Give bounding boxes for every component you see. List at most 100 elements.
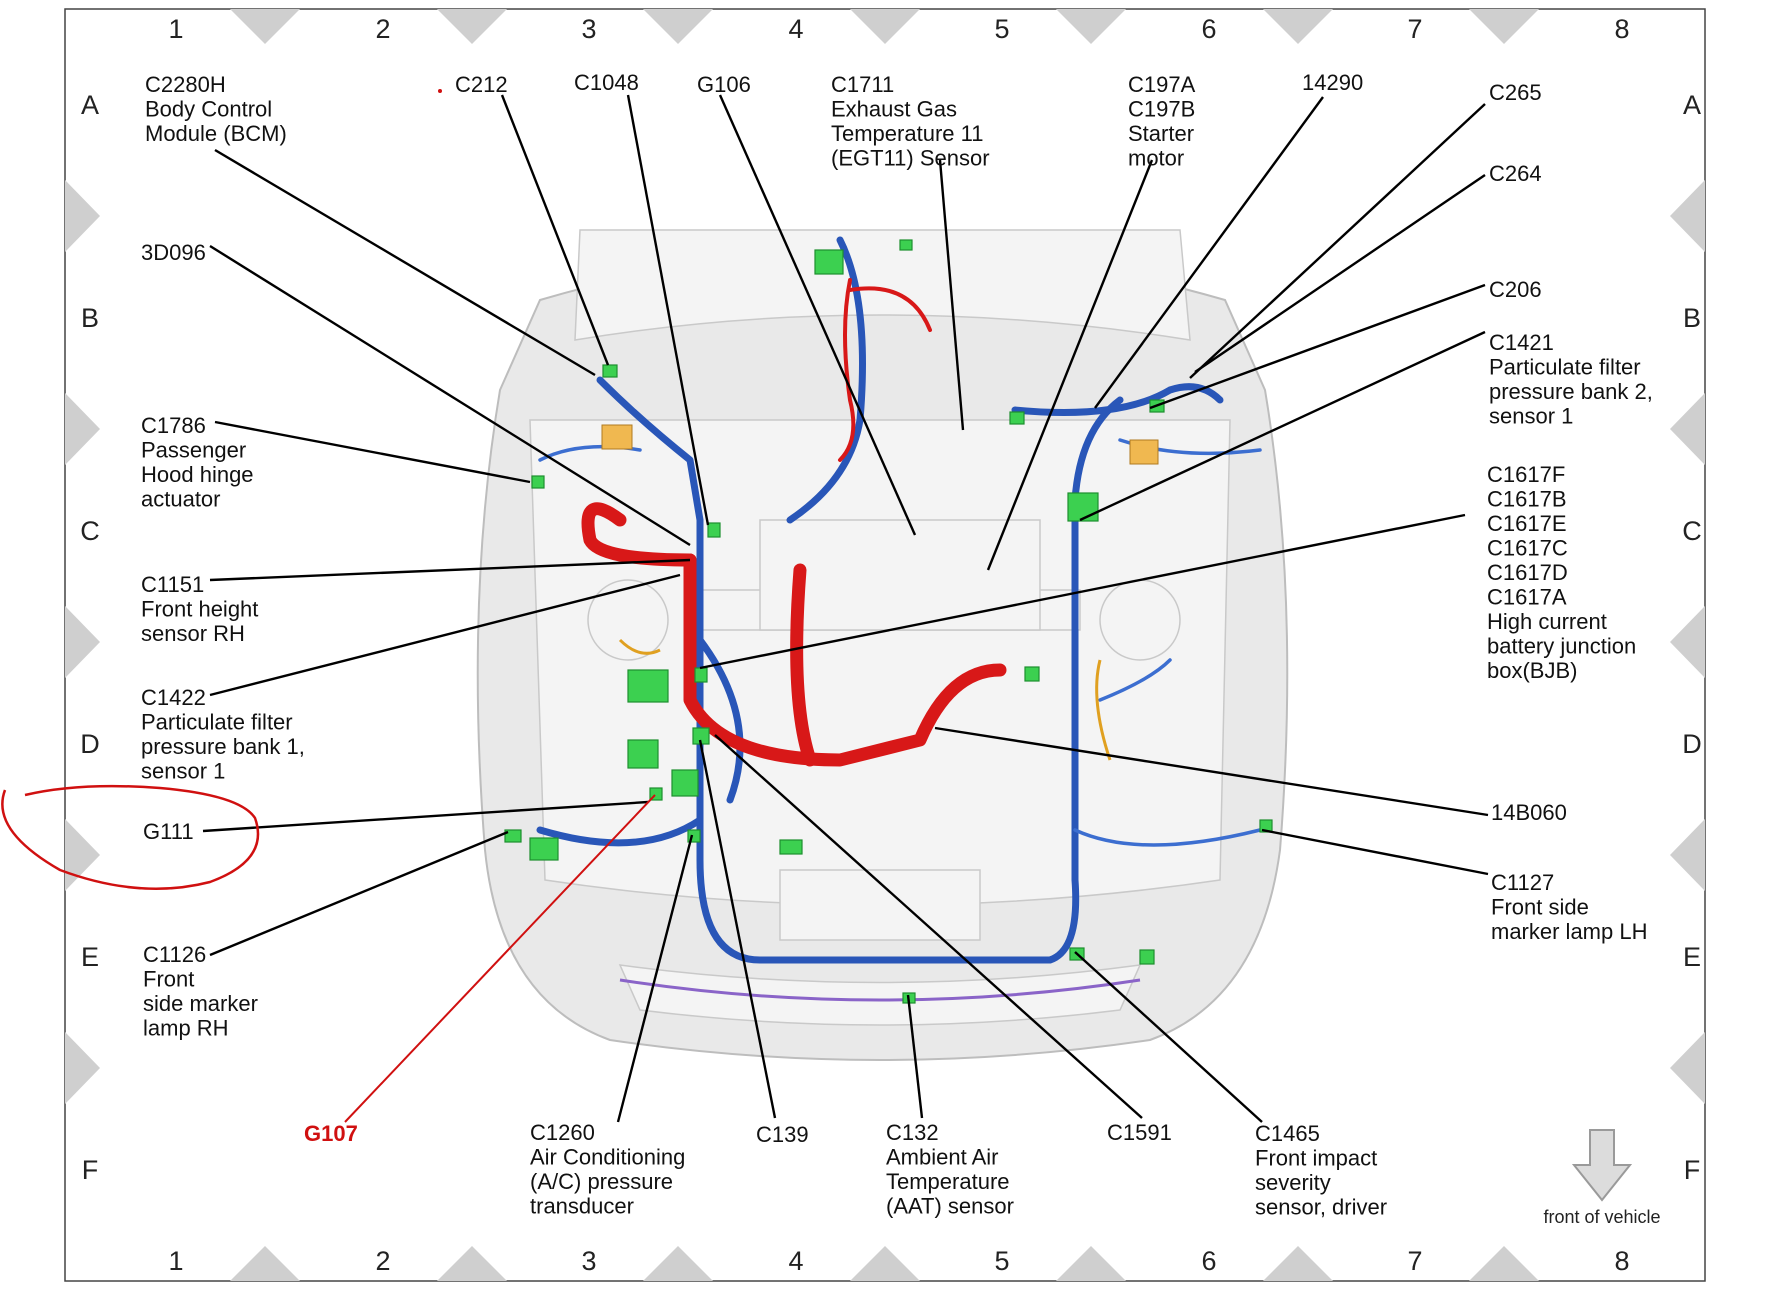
leader-c1151 <box>209 558 691 582</box>
leader-c212 <box>500 94 610 366</box>
label-line: box(BJB) <box>1487 658 1577 683</box>
row-left: C <box>80 516 100 546</box>
label-line: C264 <box>1489 161 1542 186</box>
label-line: transducer <box>530 1194 634 1219</box>
grid-markers-bottom <box>230 1246 1539 1281</box>
front-of-vehicle-label: front of vehicle <box>1543 1207 1660 1227</box>
vehicle-engine-bay-illustration <box>476 229 1289 1061</box>
label-line: G107 <box>304 1121 358 1146</box>
label-line: C1465 <box>1255 1121 1320 1146</box>
label-line: motor <box>1128 146 1184 171</box>
leader-c1260 <box>616 834 694 1123</box>
label-c264: C264 <box>1489 161 1542 186</box>
col-bottom: 8 <box>1614 1246 1629 1276</box>
label-c1048: C1048 <box>574 70 639 95</box>
label-line: sensor 1 <box>141 759 225 784</box>
col-bottom: 6 <box>1201 1246 1216 1276</box>
label-line: C2280H <box>145 72 226 97</box>
col-top: 4 <box>788 14 803 44</box>
label-line: C1711 <box>831 72 894 97</box>
row-letters-left: A B C D E F <box>80 90 100 1185</box>
label-g106: G106 <box>697 72 751 97</box>
label-line: C1786 <box>141 413 206 438</box>
hood-hinge-parts <box>601 424 1159 465</box>
col-bottom: 4 <box>788 1246 803 1276</box>
label-14b060: 14B060 <box>1491 800 1567 825</box>
down-arrow-icon <box>1571 1129 1633 1202</box>
leader-c197 <box>986 159 1154 571</box>
label-line: severity <box>1255 1170 1331 1195</box>
label-line: C132 <box>886 1120 939 1145</box>
grid-markers-top <box>230 9 1539 44</box>
label-line: C197B <box>1128 97 1195 122</box>
column-numbers-bottom: 1 2 3 4 5 6 7 8 <box>168 1246 1629 1276</box>
col-bottom: 3 <box>581 1246 596 1276</box>
label-line: C197A <box>1128 72 1196 97</box>
row-left: E <box>81 942 99 972</box>
label-c206: C206 <box>1489 277 1542 302</box>
grid-markers-left <box>65 180 100 1104</box>
label-c265: C265 <box>1489 80 1542 105</box>
leader-3d096 <box>209 244 691 547</box>
label-3d096: 3D096 <box>141 240 206 265</box>
label-14290: 14290 <box>1302 70 1363 95</box>
leader-c1048 <box>626 94 710 526</box>
label-line: C139 <box>756 1122 809 1147</box>
leader-c1617 <box>699 513 1466 670</box>
label-line: sensor 1 <box>1489 404 1573 429</box>
label-line: Temperature 11 <box>831 121 983 146</box>
leader-c132 <box>906 994 924 1119</box>
label-line: 3D096 <box>141 240 206 265</box>
leader-c1126 <box>209 830 509 957</box>
label-line: C1617C <box>1487 536 1568 561</box>
column-numbers-top: 1 2 3 4 5 6 7 8 <box>168 14 1629 44</box>
leader-c2280h <box>214 148 596 377</box>
col-bottom: 5 <box>994 1246 1009 1276</box>
leader-c1465 <box>1074 951 1263 1123</box>
col-bottom: 7 <box>1407 1246 1422 1276</box>
leader-g107 <box>344 794 656 1123</box>
row-right: F <box>1684 1155 1701 1185</box>
label-line: High current <box>1487 609 1607 634</box>
label-line: Passenger <box>141 438 246 463</box>
label-line: C1048 <box>574 70 639 95</box>
leader-c264 <box>1194 174 1486 373</box>
label-line: (A/C) pressure <box>530 1169 673 1194</box>
label-line: Temperature <box>886 1169 1010 1194</box>
label-line: 14290 <box>1302 70 1363 95</box>
label-line: C206 <box>1489 277 1542 302</box>
leader-c1786 <box>214 420 531 484</box>
label-line: Body Control <box>145 97 272 122</box>
callout-leader-lines <box>202 94 1489 1123</box>
label-line: Module (BCM) <box>145 121 287 146</box>
label-line: C1617F <box>1487 462 1565 487</box>
leader-14290 <box>1094 96 1324 409</box>
label-line: Hood hinge <box>141 462 254 487</box>
row-left: D <box>80 729 100 759</box>
label-line: (AAT) sensor <box>886 1194 1014 1219</box>
label-g107: G107 <box>304 1121 358 1146</box>
label-line: C1617E <box>1487 511 1567 536</box>
red-annotation-dot <box>438 89 442 93</box>
label-line: G106 <box>697 72 751 97</box>
row-right: D <box>1682 729 1702 759</box>
label-line: C1127 <box>1491 870 1554 895</box>
col-bottom: 1 <box>168 1246 183 1276</box>
leader-g111 <box>202 800 649 833</box>
label-line: C1151 <box>141 572 204 597</box>
leader-c206 <box>1149 283 1486 410</box>
label-line: Particulate filter <box>1489 355 1641 380</box>
label-c212: C212 <box>455 72 508 97</box>
label-line: battery junction <box>1487 634 1636 659</box>
label-line: marker lamp LH <box>1491 919 1647 944</box>
col-top: 8 <box>1614 14 1629 44</box>
